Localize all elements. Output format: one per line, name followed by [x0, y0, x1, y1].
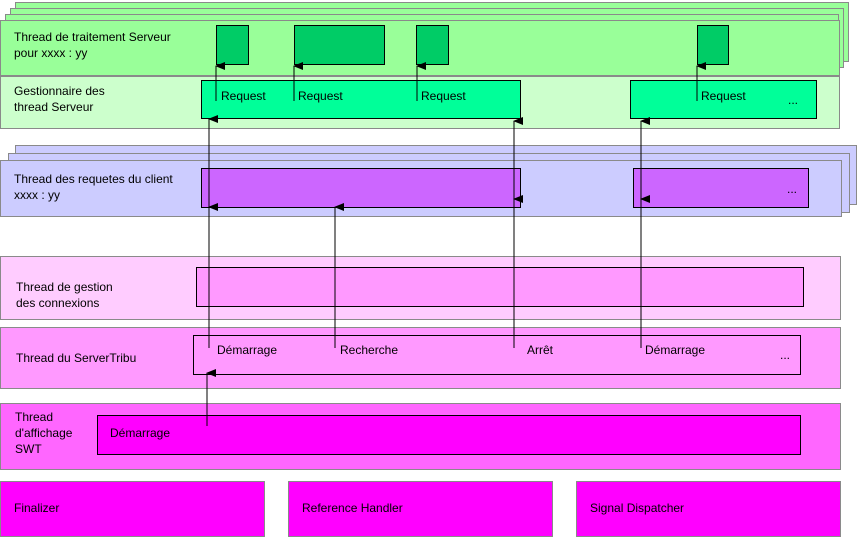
client-thread-label: Thread des requetes du client xxxx : yy — [14, 172, 173, 202]
swt-label: Thread d'affichage SWT — [15, 410, 73, 456]
request-label-3: Request — [421, 89, 466, 103]
client-request-box-right[interactable] — [633, 168, 809, 208]
servertribu-ellipsis: ... — [780, 348, 791, 362]
server-manager-label: Gestionnaire des thread Serveur — [14, 84, 105, 114]
connections-label: Thread de gestion des connexions — [16, 280, 113, 310]
finalizer-label: Finalizer — [14, 501, 60, 515]
swt-start-label: Démarrage — [110, 426, 171, 440]
server-task-box-3[interactable] — [416, 25, 449, 65]
action-search-label: Recherche — [340, 343, 399, 357]
action-start-label: Démarrage — [217, 343, 278, 357]
request-label-1: Request — [221, 89, 266, 103]
finalizer-box[interactable]: Finalizer — [0, 481, 265, 537]
server-task-box-4[interactable] — [697, 25, 729, 65]
servertribu-label: Thread du ServerTribu — [16, 351, 137, 365]
signal-dispatcher-label: Signal Dispatcher — [590, 501, 685, 515]
action-stop-label: Arrêt — [527, 343, 554, 357]
server-thread-label: Thread de traitement Serveur pour xxxx :… — [14, 30, 171, 60]
reference-handler-box[interactable]: Reference Handler — [288, 481, 553, 537]
client-ellipsis: ... — [787, 182, 798, 196]
client-request-box-main[interactable] — [201, 168, 521, 208]
request-ellipsis: ... — [788, 93, 799, 107]
server-task-box-1[interactable] — [216, 25, 249, 65]
request-label-2: Request — [298, 89, 343, 103]
request-box-main[interactable] — [201, 80, 521, 119]
reference-handler-label: Reference Handler — [302, 501, 403, 515]
action-start2-label: Démarrage — [645, 343, 706, 357]
request-box-right[interactable] — [630, 80, 817, 119]
servertribu-box[interactable] — [193, 335, 801, 375]
signal-dispatcher-box[interactable]: Signal Dispatcher — [576, 481, 841, 537]
connections-box[interactable] — [196, 267, 804, 307]
swt-box[interactable] — [97, 415, 801, 455]
server-task-box-2[interactable] — [294, 25, 385, 65]
request-label-4: Request — [701, 89, 746, 103]
